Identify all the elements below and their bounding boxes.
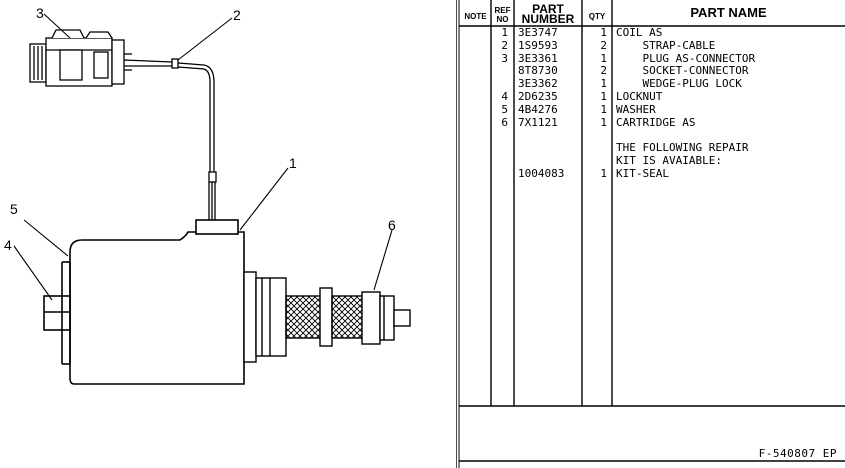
ref-no-cell: 3 [501, 51, 508, 65]
cartridge-drawing [243, 271, 411, 363]
header-ref-line2: NO [496, 15, 509, 24]
qty-cell: 1 [600, 90, 607, 103]
coil-body-drawing [43, 219, 245, 385]
ref-no-cell: 2 [501, 38, 508, 52]
part-name-cell: WEDGE-PLUG LOCK [616, 77, 742, 91]
part-name-cell: THE FOLLOWING REPAIR [616, 141, 749, 155]
part-name-cell: COIL AS [616, 26, 663, 39]
exploded-part-drawing: 3 2 1 5 4 6 [4, 5, 411, 385]
header-ref-line1: REF [494, 6, 511, 15]
part-name-cell: SOCKET-CONNECTOR [616, 64, 749, 78]
header-part-number-line2: NUMBER [521, 12, 575, 26]
ref-no-cell: 6 [501, 115, 508, 129]
callout-5: 5 [10, 201, 18, 217]
figure-code: F-540807 EP [758, 447, 837, 460]
part-number-cell: 7X1121 [518, 115, 558, 129]
part-name-cell: KIT-SEAL [616, 166, 669, 180]
part-number-cell: 3E3361 [518, 51, 558, 65]
ref-no-cell: 4 [501, 90, 508, 103]
header-part-name: PART NAME [690, 5, 767, 20]
qty-cell: 1 [600, 166, 607, 180]
qty-cell: 1 [600, 51, 607, 65]
header-qty: QTY [588, 12, 606, 21]
header-ref-no: REF NO [491, 6, 514, 24]
part-name-cell: LOCKNUT [616, 90, 663, 103]
qty-cell: 1 [600, 26, 607, 39]
part-number-cell: 3E3362 [518, 77, 558, 91]
ref-no-cell: 5 [501, 102, 508, 116]
callout-3: 3 [36, 5, 44, 21]
coil-wire-drawing [123, 58, 217, 220]
ref-no-cell: 1 [501, 26, 508, 39]
callout-4: 4 [4, 237, 12, 253]
part-name-cell: KIT IS AVAIABLE: [616, 154, 722, 167]
header-note: NOTE [464, 12, 487, 21]
part-name-cell: CARTRIDGE AS [616, 115, 696, 129]
part-name-cell: PLUG AS-CONNECTOR [616, 51, 756, 65]
part-number-cell: 8T8730 [518, 64, 558, 78]
qty-cell: 1 [600, 77, 607, 91]
header-part-number-line1: PART [532, 2, 564, 16]
part-name-cell: WASHER [616, 102, 656, 116]
qty-cell: 1 [600, 115, 607, 129]
table-grid [456, 0, 845, 468]
part-number-cell: 4B4276 [518, 102, 558, 116]
header-part-number: PART NUMBER [514, 2, 582, 26]
qty-cell: 1 [600, 102, 607, 116]
plug-connector-drawing [29, 29, 132, 87]
callout-leaders [13, 13, 393, 301]
part-number-cell: 3E3747 [518, 26, 558, 39]
callout-1: 1 [289, 155, 297, 171]
callout-6: 6 [388, 217, 396, 233]
part-name-cell: STRAP-CABLE [616, 38, 716, 52]
qty-cell: 2 [600, 38, 607, 52]
part-number-cell: 2D6235 [518, 90, 558, 103]
part-number-cell: 1S9593 [518, 38, 558, 52]
part-number-cell: 1004083 [518, 166, 565, 180]
qty-cell: 2 [600, 64, 607, 78]
callout-2: 2 [233, 7, 241, 23]
